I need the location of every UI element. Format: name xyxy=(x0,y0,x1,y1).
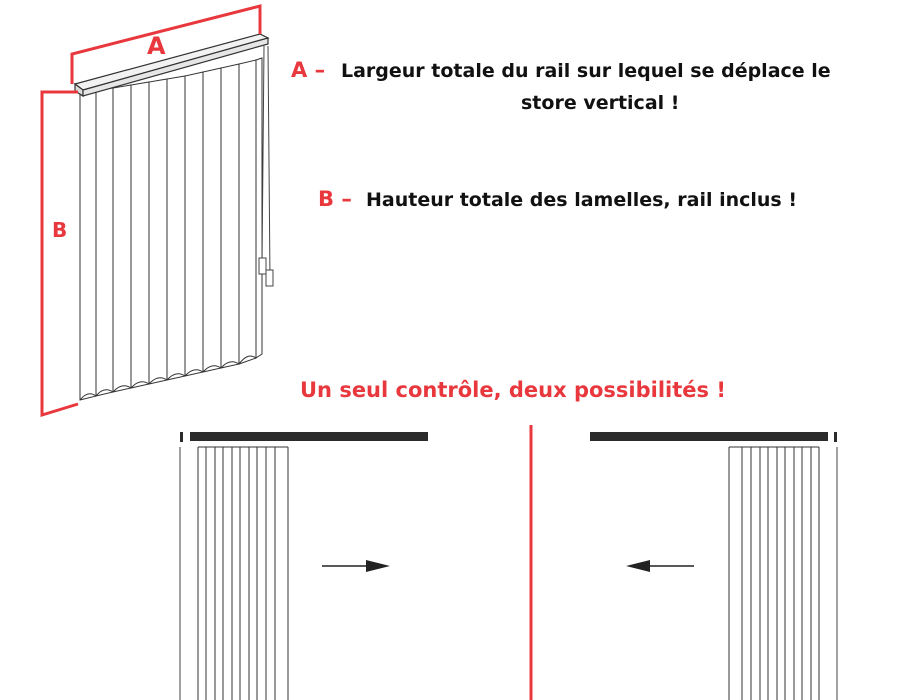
dimension-a-line xyxy=(70,4,262,84)
slat-weights xyxy=(79,355,257,401)
subtitle: Un seul contrôle, deux possibilités ! xyxy=(300,378,726,402)
dimension-a-label: A xyxy=(147,32,166,60)
control-chain xyxy=(258,45,274,287)
right-rail xyxy=(590,432,828,441)
legend-b-text: Hauteur totale des lamelles, rail inclus… xyxy=(366,189,798,211)
legend-a-line1: Largeur totale du rail sur lequel se dép… xyxy=(341,60,831,82)
legend-b-prefix: B – xyxy=(318,187,352,211)
headrail xyxy=(73,33,270,98)
left-rail xyxy=(190,432,428,441)
right-rail-end xyxy=(834,432,837,442)
legend-a-line2: store vertical ! xyxy=(521,92,680,114)
dimension-b-line xyxy=(40,90,79,418)
left-slat-stack xyxy=(197,446,289,700)
right-stack-panel xyxy=(590,432,838,700)
arrow-left-icon xyxy=(626,560,694,572)
left-stack-panel xyxy=(179,432,428,700)
arrow-right-icon xyxy=(322,560,390,572)
left-rail-end xyxy=(180,432,183,442)
blind-slats xyxy=(79,57,263,401)
blind-illustration xyxy=(40,4,274,418)
right-slat-stack xyxy=(728,446,820,700)
dimension-b-label: B xyxy=(52,218,68,242)
legend-a-prefix: A – xyxy=(291,58,326,82)
